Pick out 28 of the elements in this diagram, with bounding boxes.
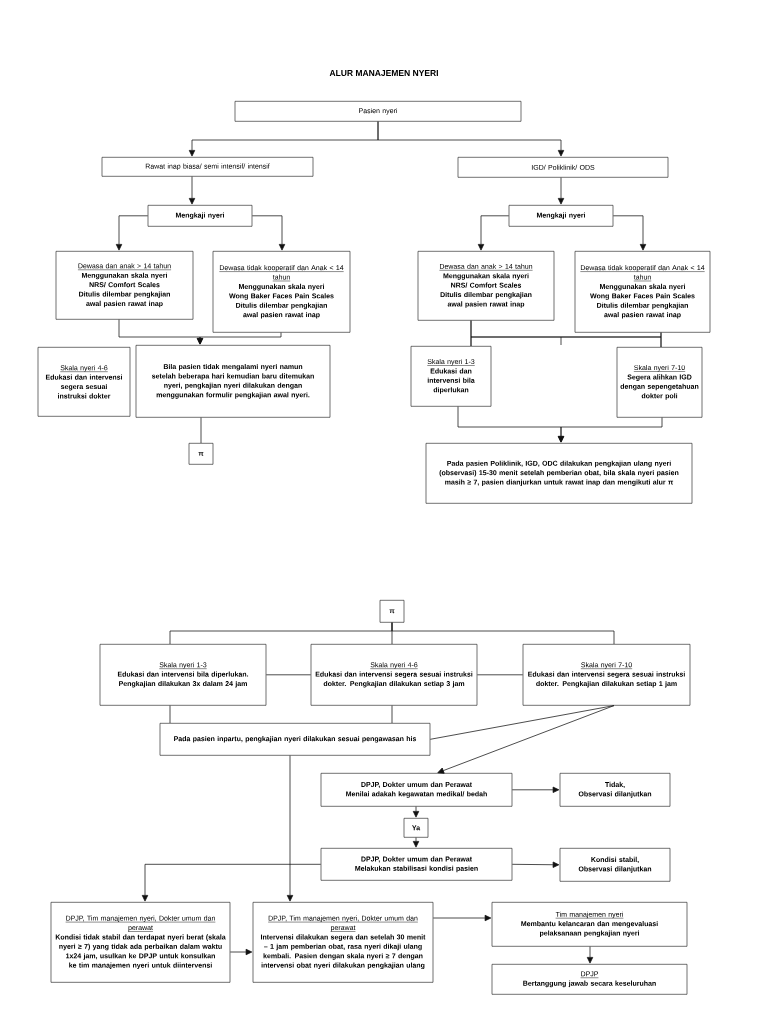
arrow	[377, 121, 565, 157]
arrow	[115, 215, 149, 251]
arrow	[477, 215, 510, 251]
connector-line	[429, 705, 615, 740]
connector-line	[470, 332, 662, 347]
arrow	[437, 705, 615, 774]
arrow	[612, 215, 647, 251]
arrow	[412, 837, 420, 848]
arrow	[557, 177, 565, 205]
arrow	[229, 948, 253, 956]
connector-line	[476, 674, 524, 676]
arrow	[196, 332, 282, 345]
connector-line	[169, 705, 171, 724]
arrow	[412, 806, 420, 818]
connector-line	[391, 705, 393, 724]
arrow	[511, 861, 560, 868]
arrow	[586, 946, 594, 964]
arrow	[188, 176, 196, 205]
connector-line	[265, 674, 312, 676]
title: ALUR MANAJEMEN NYERI	[329, 70, 438, 76]
arrow	[286, 755, 294, 902]
arrow	[511, 786, 560, 793]
connector-line	[391, 622, 615, 645]
arrow	[251, 215, 286, 251]
arrow	[557, 417, 663, 443]
connector-line	[200, 417, 202, 444]
arrow	[432, 914, 492, 922]
arrow	[141, 863, 322, 902]
